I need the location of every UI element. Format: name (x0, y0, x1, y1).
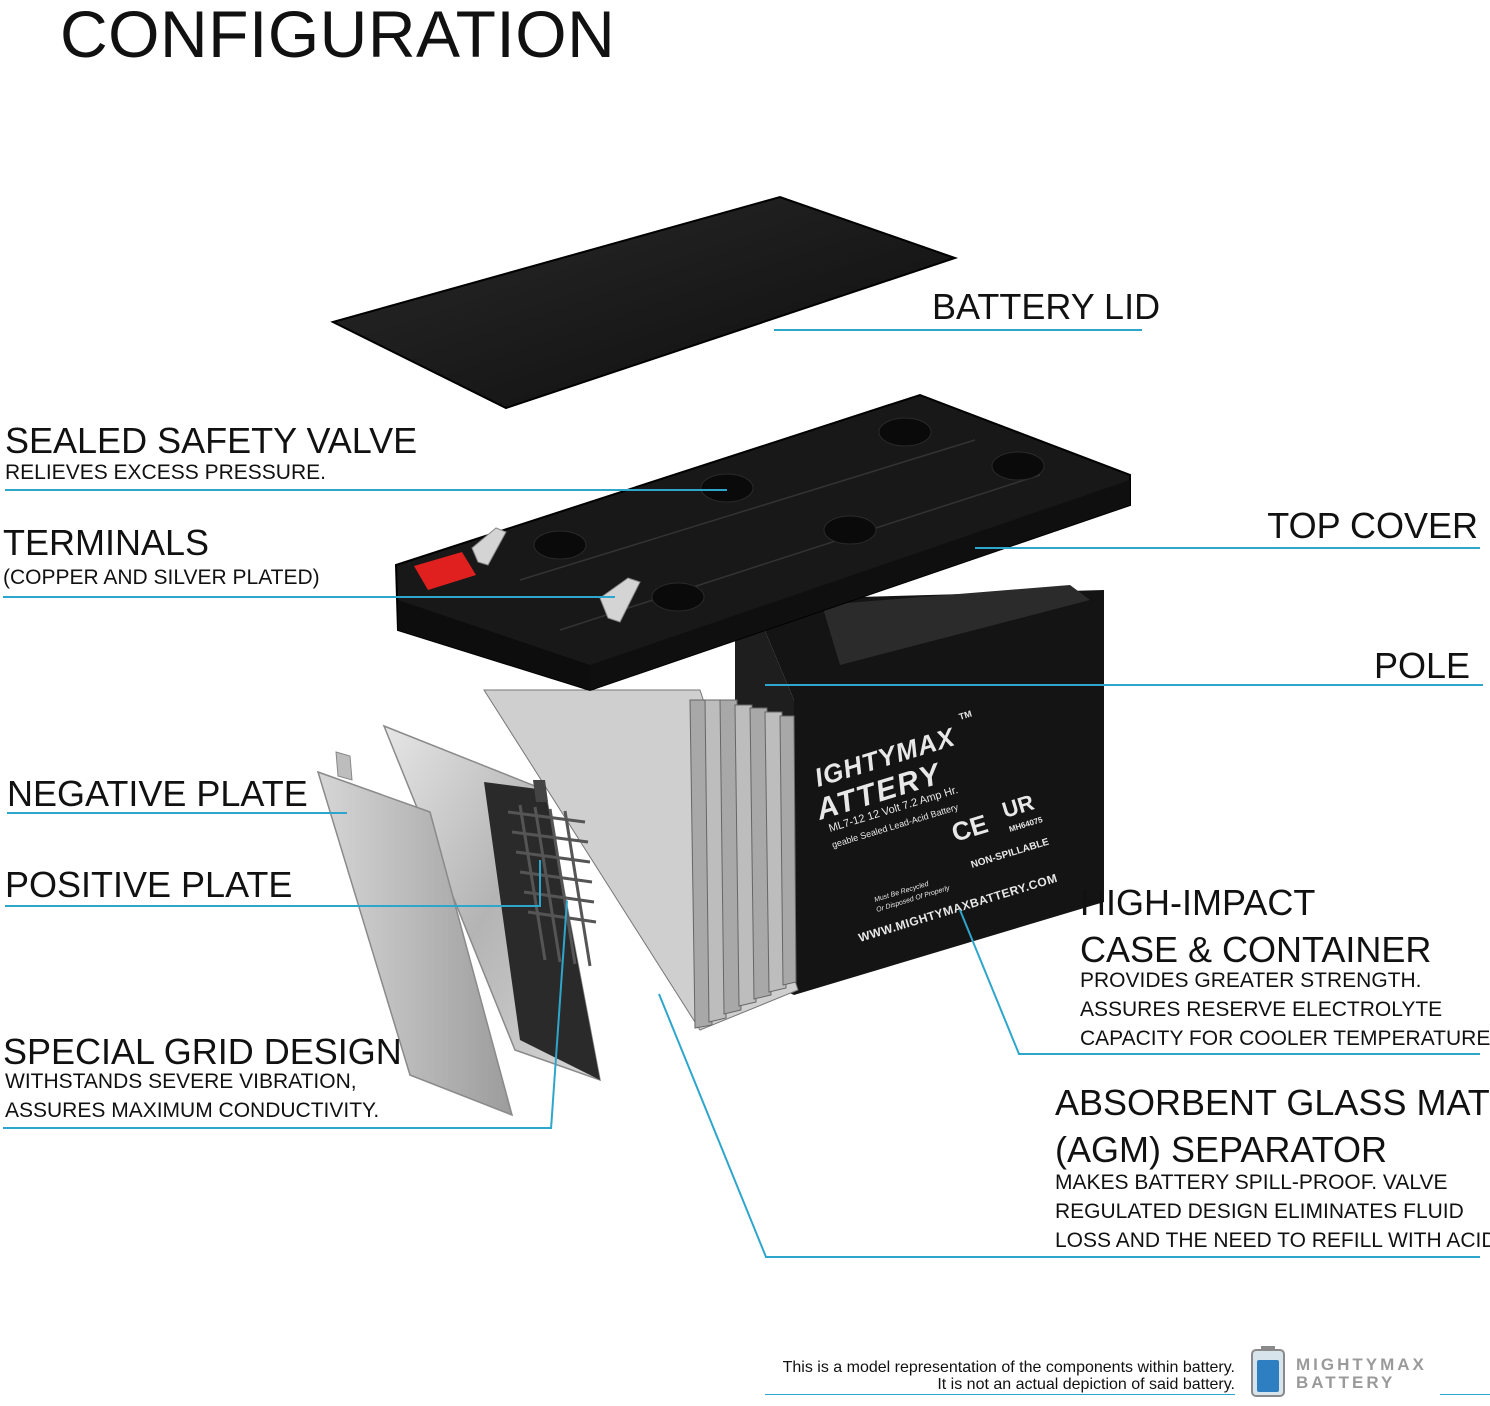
label-case-1: HIGH-IMPACT (1080, 882, 1316, 923)
leader-sealed-valve (5, 489, 727, 491)
leader-agm (765, 1256, 1480, 1258)
leader-agm-diagonal (658, 993, 767, 1258)
label-positive-plate: POSITIVE PLATE (5, 864, 293, 905)
vent-cap (533, 530, 587, 560)
desc-grid-design-2: ASSURES MAXIMUM CONDUCTIVITY. (5, 1099, 380, 1122)
label-agm-2: (AGM) SEPARATOR (1055, 1129, 1388, 1170)
case-body (752, 590, 1104, 995)
vent-cap (651, 582, 705, 612)
label-case-2: CASE & CONTAINER (1080, 929, 1432, 970)
terminal-red-marker (414, 552, 476, 590)
footer-note-1: This is a model representation of the co… (782, 1359, 1235, 1376)
negative-plate-shape (316, 770, 514, 1117)
label-sealed-valve: SEALED SAFETY VALVE (5, 420, 418, 461)
battery-logo-icon (1248, 1346, 1288, 1398)
leader-positive-plate (5, 905, 540, 907)
desc-sealed-valve: RELIEVES EXCESS PRESSURE. (5, 461, 326, 484)
label-top-cover: TOP COVER (1267, 505, 1478, 546)
logo-wordmark-line2: BATTERY (1296, 1373, 1396, 1392)
vent-cap (700, 473, 754, 503)
svg-text:TM: TM (958, 709, 973, 722)
desc-agm-1: MAKES BATTERY SPILL-PROOF. VALVE (1055, 1171, 1448, 1194)
desc-terminals: (COPPER AND SILVER PLATED) (3, 566, 320, 589)
label-agm-1: ABSORBENT GLASS MAT (1055, 1082, 1490, 1123)
vent-cap (878, 417, 932, 447)
logo-wordmark-line1: MIGHTYMAX (1296, 1355, 1427, 1374)
terminal-positive (471, 527, 507, 566)
label-terminals: TERMINALS (3, 522, 210, 563)
footer-rule (765, 1394, 1235, 1395)
label-pole: POLE (1373, 645, 1470, 686)
positive-plate-shape (382, 724, 601, 1082)
desc-case-3: CAPACITY FOR COOLER TEMPERATURES. (1080, 1027, 1490, 1050)
leader-positive-plate-tick (539, 860, 541, 907)
leader-case-diagonal (959, 909, 1020, 1055)
desc-agm-2: REGULATED DESIGN ELIMINATES FLUID (1055, 1200, 1464, 1223)
label-battery-lid: BATTERY LID (932, 286, 1161, 327)
vent-cap (991, 451, 1045, 481)
leader-top-cover (975, 547, 1480, 549)
battery-lid-shape (330, 195, 959, 410)
case-inner (822, 585, 1090, 665)
footer-rule-right (1440, 1394, 1490, 1395)
leader-grid-design (3, 1127, 552, 1129)
leader-terminals (3, 596, 615, 598)
leader-pole (765, 684, 1483, 686)
leader-negative-plate (7, 812, 347, 814)
label-grid-design: SPECIAL GRID DESIGN (3, 1031, 402, 1072)
terminal-negative (599, 577, 641, 623)
page-title: CONFIGURATION (60, 0, 616, 71)
leader-battery-lid (774, 329, 1142, 331)
vent-cap (823, 515, 877, 545)
footer-note-2: It is not an actual depiction of said ba… (937, 1376, 1235, 1393)
desc-agm-3: LOSS AND THE NEED TO REFILL WITH ACID. (1055, 1229, 1490, 1252)
desc-case-2: ASSURES RESERVE ELECTROLYTE (1080, 998, 1443, 1021)
leader-case (1018, 1053, 1480, 1055)
desc-case-1: PROVIDES GREATER STRENGTH. (1080, 969, 1422, 992)
label-negative-plate: NEGATIVE PLATE (7, 773, 308, 814)
plate-stack (483, 689, 799, 1031)
desc-grid-design-1: WITHSTANDS SEVERE VIBRATION, (5, 1070, 357, 1093)
